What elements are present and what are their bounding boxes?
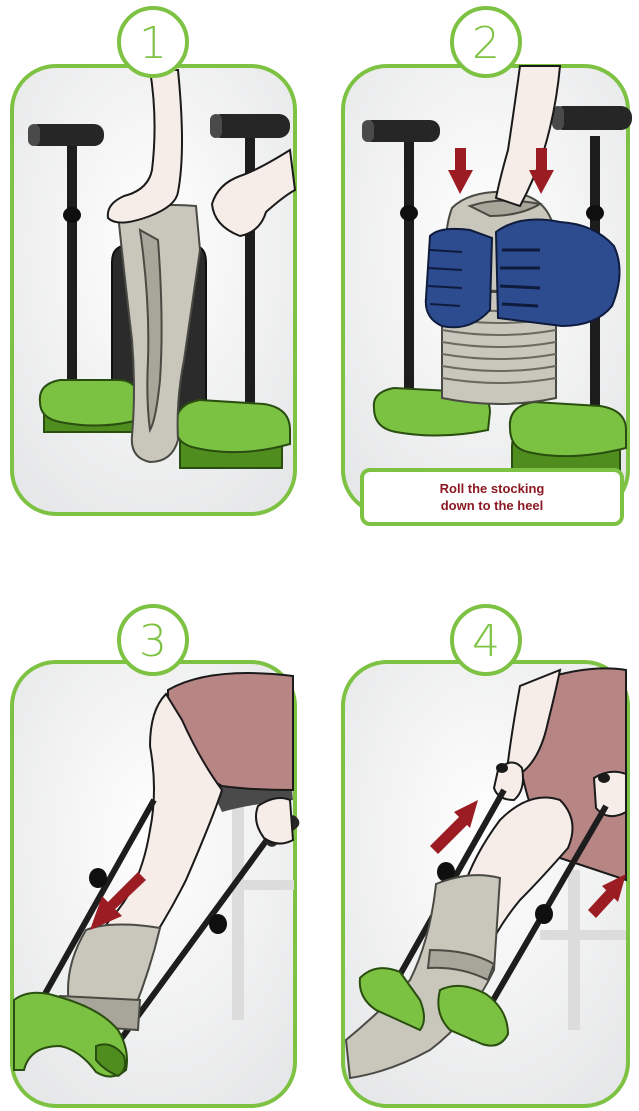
step-1-base-left [40,380,138,426]
step-2-base-right [510,402,626,456]
step-2-caption-line-1: Roll the stocking [440,481,545,496]
step-1-left-joint [63,207,81,223]
step-2-right-glove [496,220,620,326]
step-4-chair-leg [568,870,580,1030]
step-4-badge: 4 [452,606,520,674]
step-1-number: 1 [139,18,167,69]
step-2-caption-box [362,470,622,524]
step-1-badge: 1 [119,8,187,76]
step-3-panel [12,662,302,1106]
step-3-badge: 3 [119,606,187,674]
step-2-left-pole [404,140,414,408]
step-1-panel [12,66,295,514]
step-2-left-glove [426,229,492,327]
step-3-chair-leg [232,790,244,1020]
step-2-number: 2 [472,18,500,69]
step-2-badge: 2 [452,8,520,76]
step-3-number: 3 [139,616,167,667]
step-2-panel [343,66,632,514]
step-1-left-pole [67,140,77,402]
step-4-number: 4 [472,616,500,667]
step-2-caption-line-2: down to the heel [441,498,544,513]
step-2-caption: Roll the stocking down to the heel [362,470,622,524]
step-1-base-right [176,400,290,452]
step-4-panel [343,662,628,1106]
